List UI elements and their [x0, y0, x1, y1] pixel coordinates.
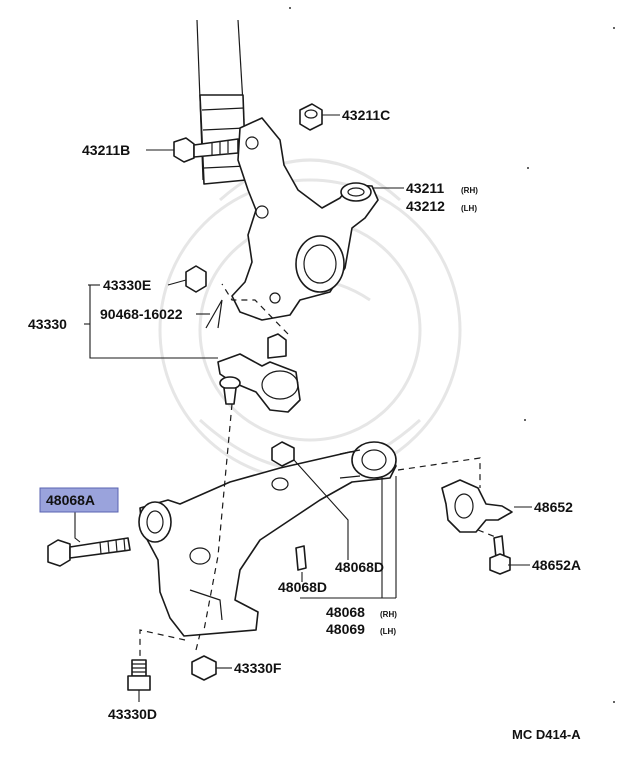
steering-knuckle: [231, 117, 379, 321]
label-43211C[interactable]: 43211C: [342, 107, 390, 123]
label-48068D-upper[interactable]: 48068D: [335, 559, 384, 575]
bolt-48068D: [295, 545, 307, 571]
label-48068D-lower[interactable]: 48068D: [278, 579, 327, 595]
label-48652[interactable]: 48652: [534, 499, 573, 515]
leader-lines: [74, 114, 532, 702]
nut-43211C: [299, 103, 323, 131]
label-48069-suffix: (LH): [380, 627, 396, 636]
label-43330E[interactable]: 43330E: [103, 277, 151, 293]
bolt-43211B: [173, 137, 239, 163]
label-43330D[interactable]: 43330D: [108, 706, 157, 722]
label-43212-suffix: (LH): [461, 204, 477, 213]
ball-joint: [217, 333, 301, 413]
scan-specks: [289, 7, 615, 703]
label-90468-16022[interactable]: 90468-16022: [100, 306, 183, 322]
label-43211[interactable]: 43211: [406, 180, 444, 196]
lower-control-arm: [138, 441, 397, 637]
bushing-bracket-48652: [441, 479, 513, 533]
bolt-48068A: [47, 537, 131, 567]
diagram-code: MC D414-A: [512, 727, 581, 742]
label-48068-suffix: (RH): [380, 610, 397, 619]
label-43212[interactable]: 43212: [406, 198, 445, 214]
nut-48068D-upper: [271, 441, 295, 467]
bolt-43330D: [127, 659, 151, 691]
assembly-dash-lines: [139, 283, 499, 660]
label-43330[interactable]: 43330: [28, 316, 67, 332]
part-labels: 43211C 43211B 43211 (RH) 43212 (LH) 4333…: [28, 107, 581, 742]
cotter-pin: [205, 299, 223, 329]
bolt-48652A: [489, 535, 511, 575]
label-43330F[interactable]: 43330F: [234, 660, 282, 676]
nut-43330F: [191, 655, 217, 681]
nut-43330E: [185, 265, 207, 293]
label-48069[interactable]: 48069: [326, 621, 365, 637]
label-48068A[interactable]: 48068A: [46, 492, 95, 508]
label-48652A[interactable]: 48652A: [532, 557, 581, 573]
label-43211-suffix: (RH): [461, 186, 478, 195]
label-48068[interactable]: 48068: [326, 604, 365, 620]
highlight-48068A: [39, 487, 119, 513]
label-43211B[interactable]: 43211B: [82, 142, 130, 158]
